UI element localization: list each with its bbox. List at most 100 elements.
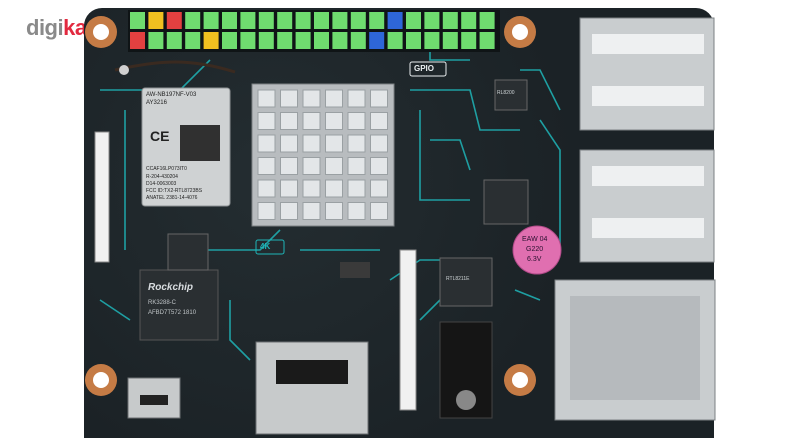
gpio-pin [314, 12, 329, 29]
gpio-pin [166, 12, 182, 29]
heatsink-fin [257, 202, 276, 220]
wifi-module-line3: CCAF16LP073IT0 [146, 166, 187, 172]
camera-connector [399, 249, 417, 411]
usb-chip-label: RL8200 [497, 90, 515, 96]
gpio-pin [442, 12, 458, 29]
heatsink-fin [280, 157, 298, 175]
gpio-pin [387, 32, 403, 49]
gpio-header [128, 10, 500, 52]
heatsink-fin [370, 202, 388, 220]
wifi-module-line4: R-204-430204 [146, 174, 178, 180]
gpio-pin [406, 32, 421, 49]
heatsink-fin [325, 134, 343, 153]
gpio-pin [203, 32, 219, 49]
gpio-pin [387, 12, 403, 29]
gpio-pin [185, 12, 201, 29]
heatsink-fin [370, 89, 388, 108]
gpio-pin [295, 12, 311, 29]
heatsink-fin [257, 179, 276, 198]
heatsink-fin [280, 112, 298, 130]
soc-line1: RK3288-C [148, 300, 177, 306]
wifi-module-line5: D14-0063003 [146, 181, 177, 187]
heatsink-fin [370, 157, 388, 175]
gpio-pin [350, 32, 366, 49]
wifi-module-line2: AY3216 [146, 100, 167, 106]
antenna-wire [114, 60, 236, 74]
ethernet-port [554, 279, 716, 421]
qr-code [180, 125, 220, 161]
gpio-pin [479, 12, 495, 29]
antenna-connector [119, 65, 129, 75]
watermark-prefix: digi [26, 15, 64, 40]
gpio-pin [258, 12, 274, 29]
wifi-module-line7: ANATEL 2381-14-4076 [146, 195, 198, 201]
heatsink-fin [325, 202, 343, 220]
heatsink-fin [302, 202, 321, 220]
gpio-pin [222, 12, 237, 29]
gpio-pin [277, 32, 293, 49]
hdmi-label-box [255, 239, 285, 255]
gpio-pin [240, 32, 256, 49]
capacitor [512, 225, 562, 275]
gpio-pin [350, 12, 366, 29]
heatsink-fin [280, 89, 298, 108]
gpio-pin [185, 32, 201, 49]
gpio-pin [332, 32, 348, 49]
gpio-pin [479, 32, 495, 49]
heatsink-fin [325, 89, 343, 108]
chip-small [494, 79, 528, 111]
heatsink-fin [257, 134, 276, 153]
gpio-pin [148, 12, 164, 29]
gpio-pin [148, 32, 164, 49]
gpio-pin [424, 12, 440, 29]
heatsink-fin [302, 89, 321, 108]
gpio-pin [222, 32, 237, 49]
gpio-label: GPIO [414, 64, 435, 73]
heatsink-fin [302, 157, 321, 175]
gpio-pin [277, 12, 293, 29]
wifi-module-line1: AW-NB197NF-V03 [146, 92, 197, 98]
gpio-pin [258, 32, 274, 49]
heatsink-fin [257, 112, 276, 130]
soc-brand: Rockchip [148, 282, 194, 293]
chip-tiny [340, 262, 370, 278]
soc-chip [139, 269, 219, 341]
gpio-pin [406, 12, 421, 29]
eth-chip-label: RTL8211E [446, 276, 470, 282]
usb-port-bottom [579, 149, 715, 263]
capacitor-line2: G220 [526, 246, 544, 253]
heatsink-fin [370, 112, 388, 130]
heatsink-fin [302, 134, 321, 153]
soc-line2: AFBD7T572 1810 [148, 310, 197, 316]
gpio-pin [424, 32, 440, 49]
capacitor-line1: EAW 04 [522, 236, 548, 243]
heatsink [251, 83, 395, 227]
chip-ethernet [439, 257, 493, 307]
chip-usb-hub [483, 179, 529, 225]
heatsink-fin [347, 134, 366, 153]
hdmi-port [255, 341, 369, 435]
hdmi-opening [276, 360, 348, 384]
heatsink-fin [257, 89, 276, 108]
micro-usb-opening [140, 395, 168, 405]
gpio-pin [130, 32, 145, 49]
heatsink-fin [347, 179, 366, 198]
hdmi-4k-label: 4K [260, 242, 271, 251]
heatsink-fin [302, 179, 321, 198]
gpio-pin [130, 12, 145, 29]
heatsink-fin [347, 89, 366, 108]
wifi-module-line6: FCC ID:TX2-RTL8723BS [146, 188, 203, 194]
display-connector [94, 131, 110, 263]
gpio-pin [332, 12, 348, 29]
gpio-pin [461, 32, 477, 49]
heatsink-fin [370, 179, 388, 198]
heatsink-fin [257, 157, 276, 175]
heatsink-fin [280, 202, 298, 220]
heatsink-fin [302, 112, 321, 130]
gpio-pin [240, 12, 256, 29]
gpio-pin [314, 32, 329, 49]
usb-port-top [579, 17, 715, 131]
mounting-holes [85, 16, 536, 396]
